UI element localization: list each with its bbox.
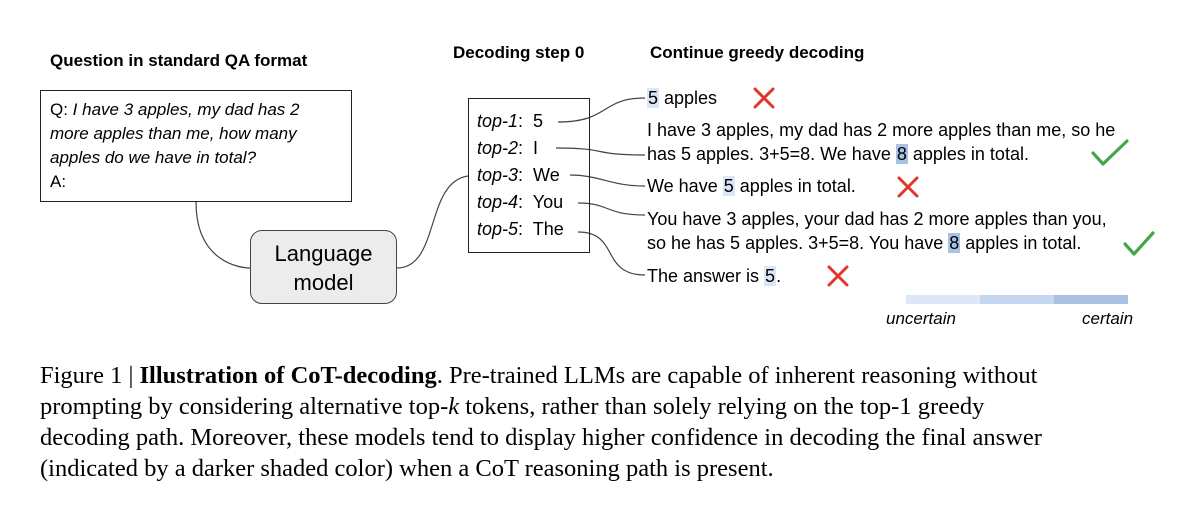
candidate-rank: top-5 [477,219,519,239]
legend-label-uncertain: uncertain [886,309,956,328]
model-to-candidates-connector [396,175,469,269]
decoding-path-2: I have 3 apples, my dad has 2 more apple… [647,120,1116,164]
legend-label-certain: certain [1082,309,1134,328]
candidate-top-2: top-2: I [477,138,539,158]
decoding-path-4: You have 3 apples, your dad has 2 more a… [647,209,1107,253]
question-text-line2: more apples than me, how many [50,124,297,143]
answer-prefix: A: [50,172,67,191]
legend-segment-mid [980,295,1054,304]
top2-connector [555,147,646,156]
answer-highlight-uncertain: 5 [722,176,735,196]
check-icon [1091,139,1129,166]
answer-highlight-certain: 8 [895,144,908,164]
cross-icon [827,265,849,287]
decoding-path-3: We have 5 apples in total. [647,176,856,196]
candidate-top-5: top-5: The [477,219,564,239]
legend-segment-low [906,295,980,304]
legend-segment-high [1054,295,1128,304]
question-box: Q: I have 3 apples, my dad has 2 more ap… [40,90,352,202]
candidate-token: You [532,192,564,212]
top3-connector [569,174,646,187]
question-prefix: Q: [50,100,73,119]
top1-connector [557,97,646,123]
decoding-path-1: 5 apples [647,88,718,108]
candidate-rank: top-4 [477,192,519,212]
language-model-label-line1: Language [274,241,373,266]
top4-connector [577,202,646,216]
answer-highlight-uncertain: 5 [647,88,660,108]
candidate-token: 5 [533,111,544,131]
cross-icon [897,176,919,198]
continue-decoding-header: Continue greedy decoding [650,43,865,62]
top-k-candidates-box [468,98,590,253]
decoding-path-5: The answer is 5. [647,266,782,286]
answer-highlight-uncertain: 5 [764,266,777,286]
candidate-token: We [533,165,560,185]
question-header: Question in standard QA format [50,51,308,70]
language-model-box: Language model [250,230,397,304]
question-text-line1: I have 3 apples, my dad has 2 [72,100,300,119]
decoding-step-header: Decoding step 0 [453,43,585,62]
question-to-model-connector [195,201,251,269]
question-text-line3: apples do we have in total? [50,148,257,167]
caption-figure-number: Figure 1 | [40,362,140,389]
candidate-rank: top-1 [477,111,519,131]
candidate-rank: top-3 [477,165,519,185]
candidate-token: The [532,219,564,239]
caption-title: Illustration of CoT-decoding [139,362,437,389]
candidate-token: I [533,138,539,158]
language-model-label-line2: model [293,270,354,295]
answer-highlight-certain: 8 [948,233,961,253]
candidate-top-1: top-1: 5 [477,111,544,131]
figure-caption: Figure 1 | Illustration of CoT-decoding.… [40,362,1042,482]
check-icon [1123,231,1155,256]
candidate-top-4: top-4: You [477,192,564,212]
candidate-top-3: top-3: We [477,165,560,185]
cross-icon [753,87,775,109]
candidate-rank: top-2 [477,138,519,158]
